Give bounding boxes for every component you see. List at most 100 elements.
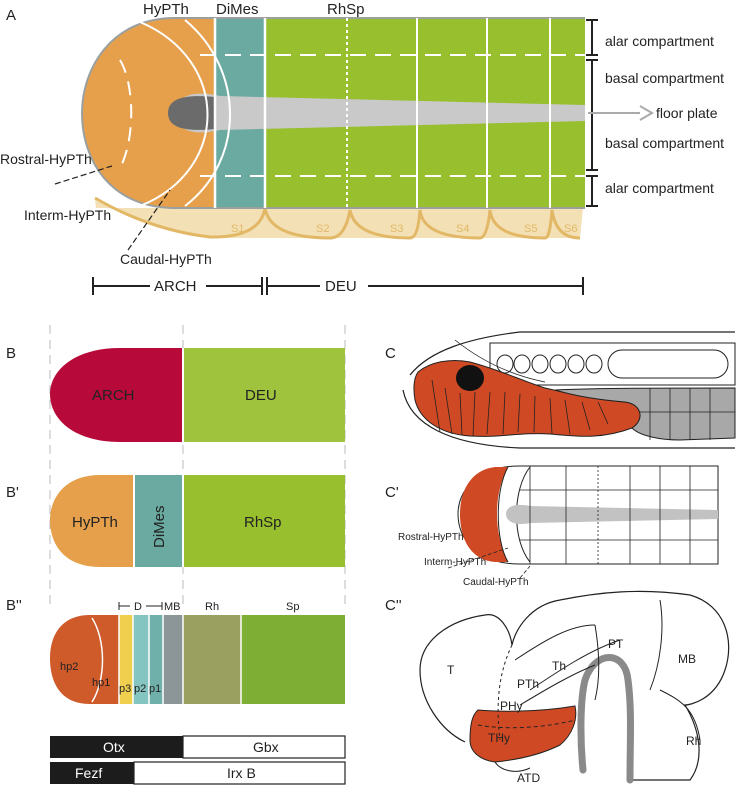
b2-mb xyxy=(163,615,183,704)
label-caudal-hypth: Caudal-HyPTh xyxy=(120,251,212,267)
irxb-bar xyxy=(133,761,346,785)
b2-hp-region xyxy=(50,615,119,704)
panel-a-letter: A xyxy=(6,7,16,24)
panel-c-letter: C xyxy=(385,345,396,362)
b2-sp xyxy=(241,615,345,704)
label-irxb: Irx B xyxy=(227,765,256,781)
c2-label-atd: ATD xyxy=(517,771,540,785)
b2-dividers xyxy=(118,615,242,704)
b2-rh xyxy=(183,615,241,704)
c-outline-bottom xyxy=(402,389,735,449)
c2-label-pth: PTh xyxy=(517,677,539,691)
label-otx: Otx xyxy=(103,739,125,755)
label-fezf: Fezf xyxy=(75,765,102,781)
panel-b1-letter: B' xyxy=(6,484,19,501)
c-neural-tube xyxy=(489,342,736,386)
label-hypth: HyPTh xyxy=(143,1,189,18)
c1-caudal-leader xyxy=(519,565,531,579)
label-b1-rhsp: RhSp xyxy=(244,514,282,531)
panel-c2: C'' T PT MB Th PTh PHy THy ATD Rh xyxy=(385,590,730,785)
c1-rostral xyxy=(460,467,508,562)
c2-thy xyxy=(469,705,577,763)
b1-dimes-region xyxy=(134,475,183,567)
floor-plate-dark xyxy=(168,96,215,130)
b1-rhsp-region xyxy=(183,475,345,567)
fezf-bar xyxy=(50,762,134,784)
panel-c1-letter: C' xyxy=(385,484,399,501)
label-basal-top: basal compartment xyxy=(605,70,724,86)
compartment-lines xyxy=(200,54,585,177)
deu-region xyxy=(183,348,345,442)
seg-s6: S6 xyxy=(564,223,577,235)
c1-label-caudal: Caudal-HyPTh xyxy=(463,577,529,588)
floor-arrow-head xyxy=(639,105,654,121)
c2-label-mb: MB xyxy=(678,652,696,666)
right-brackets xyxy=(586,19,598,207)
c2-thy-dash xyxy=(477,719,576,729)
c-outline-top xyxy=(409,331,735,376)
label-d: D xyxy=(134,601,142,613)
label-sp: Sp xyxy=(286,601,299,613)
label-dimes: DiMes xyxy=(216,1,259,18)
c2-label-phy: PHy xyxy=(500,699,523,713)
b2-p1 xyxy=(149,615,163,704)
c2-grey-tube xyxy=(577,654,634,784)
c-black-blob xyxy=(456,365,484,391)
c-fiber xyxy=(454,339,546,383)
b2-p3 xyxy=(119,615,133,704)
c2-label-t: T xyxy=(447,663,455,677)
seg-s4: S4 xyxy=(456,223,469,235)
panel-a: A xyxy=(0,1,724,295)
label-rostral-hypth: Rostral-HyPTh xyxy=(0,151,92,167)
c1-label-interm: Interm-HyPTh xyxy=(424,557,486,568)
label-hp2: hp2 xyxy=(60,661,78,673)
c1-grid xyxy=(520,466,718,564)
label-gbx: Gbx xyxy=(253,739,279,755)
seg-s2: S2 xyxy=(316,223,329,235)
panel-b2: B'' D MB Rh Sp hp2 hp1 p3 p2 xyxy=(6,597,346,785)
seg-s1: S1 xyxy=(231,223,244,235)
panel-b: B ARCH DEU xyxy=(6,345,345,442)
label-p2: p2 xyxy=(134,683,146,695)
label-hp1: hp1 xyxy=(92,677,110,689)
c1-interm-leader xyxy=(447,547,509,569)
panel-b-letter: B xyxy=(6,345,16,362)
c1-label-rostral: Rostral-HyPTh xyxy=(398,532,464,543)
label-mb: MB xyxy=(164,601,181,613)
label-floor-plate: floor plate xyxy=(656,105,718,121)
panel-b2-letter: B'' xyxy=(6,597,22,614)
label-p1: p1 xyxy=(149,683,161,695)
caudal-leader xyxy=(127,189,171,251)
rostral-leader xyxy=(54,165,113,185)
segment-scallops xyxy=(94,196,581,240)
c2-atd-curve xyxy=(494,761,531,772)
panel-c2-letter: C'' xyxy=(385,597,402,614)
label-alar-top: alar compartment xyxy=(605,33,714,49)
c-notochord xyxy=(607,349,729,379)
b2-hp-divider xyxy=(91,617,104,703)
panel-c1: C' Rostral-HyPTh Interm-HyPTh Caudal-HyP… xyxy=(385,465,719,588)
label-p3: p3 xyxy=(119,683,131,695)
label-deu-scale: DEU xyxy=(325,278,357,295)
body-outline xyxy=(80,17,585,209)
panel-c: C xyxy=(385,331,736,449)
c2-label-th: Th xyxy=(552,659,566,673)
label-b-arch: ARCH xyxy=(92,387,135,404)
c2-brain-outline xyxy=(419,590,730,781)
c-grey-cell-lines xyxy=(640,388,735,440)
d-bracket xyxy=(118,602,163,610)
label-rhsp: RhSp xyxy=(327,1,365,18)
otx-bar xyxy=(50,736,183,758)
arch-region xyxy=(50,348,183,442)
c2-region-lines xyxy=(497,599,701,741)
label-b-deu: DEU xyxy=(245,387,277,404)
seg-s5: S5 xyxy=(524,223,537,235)
label-b1-dimes: DiMes xyxy=(151,505,168,548)
c1-floor xyxy=(506,504,718,524)
c1-arc-1 xyxy=(497,466,509,563)
label-rh: Rh xyxy=(205,601,219,613)
gbx-bar xyxy=(182,735,346,759)
label-alar-bottom: alar compartment xyxy=(605,180,714,196)
c2-label-rh: Rh xyxy=(686,734,701,748)
